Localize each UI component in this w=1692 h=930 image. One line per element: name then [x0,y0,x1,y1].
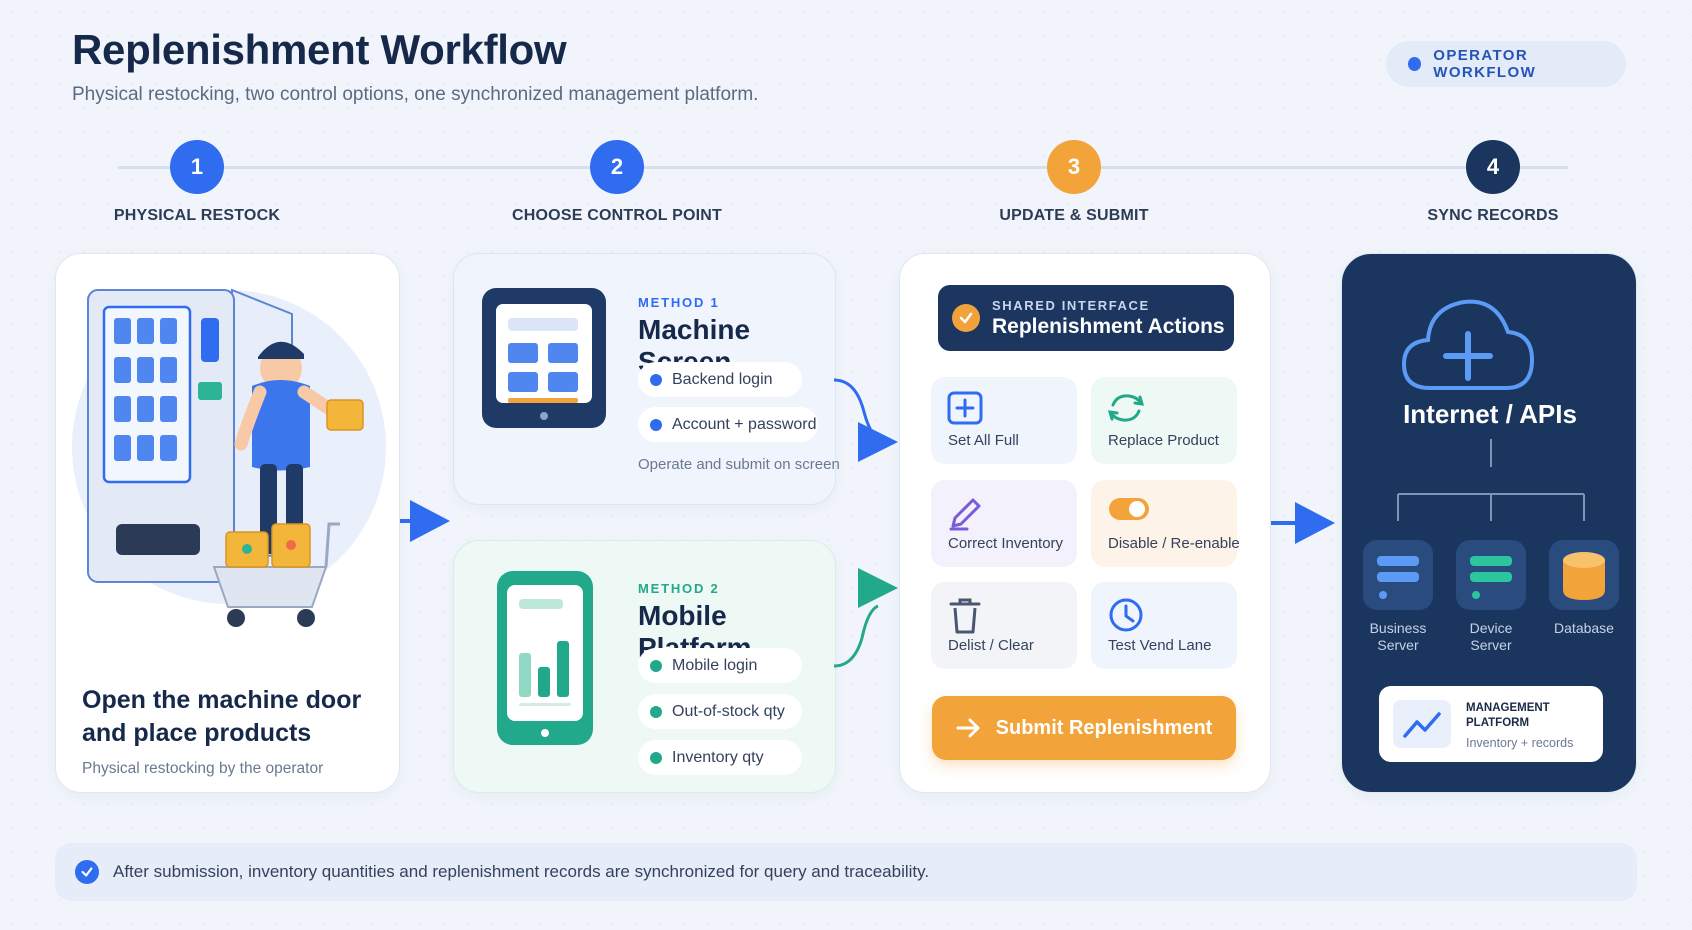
step-4: 4 SYNC RECORDS [1353,140,1633,225]
management-platform-title: MANAGEMENT PLATFORM [1466,702,1550,729]
toggle-icon [1109,498,1149,520]
device-server: Device Server [1456,540,1526,654]
action-label: Test Vend Lane [1108,637,1212,654]
step-connector-line [118,166,1568,169]
pill-label: Mobile login [672,656,758,674]
bullet-dot-icon [650,705,662,718]
pill-label: Account + password [672,415,817,433]
action-label: Correct Inventory [948,535,1064,552]
method-2-item-out-of-stock-qty: Out-of-stock qty [638,694,802,729]
restock-heading: Open the machine door and place products [82,686,362,747]
pencil-icon [949,498,981,531]
check-circle-icon [75,860,99,884]
operator-workflow-badge: OPERATOR WORKFLOW [1386,41,1626,87]
step-4-number: 4 [1466,140,1520,194]
server-label: Business Server [1369,620,1427,653]
trash-icon [949,598,981,634]
action-disable-reenable[interactable]: Disable / Re-enable [1091,480,1240,567]
physical-restock-card: Open the machine door and place products… [55,253,400,793]
business-server: Business Server [1363,540,1433,654]
shared-interface-title: Replenishment Actions [992,314,1225,338]
action-label: Delist / Clear [948,637,1034,654]
action-correct-inventory[interactable]: Correct Inventory [931,480,1077,567]
trend-chart-icon [1393,700,1451,748]
tablet-icon [482,288,606,428]
action-test-vend-lane[interactable]: Test Vend Lane [1091,582,1237,669]
restock-subtext: Physical restocking by the operator [82,760,324,777]
page-title: Replenishment Workflow [72,26,567,73]
plus-square-icon [947,391,983,425]
step-3-number: 3 [1047,140,1101,194]
page-subtitle: Physical restocking, two control options… [72,84,759,105]
action-label: Set All Full [948,432,1019,449]
step-2-label: CHOOSE CONTROL POINT [512,207,722,224]
clock-icon [1109,598,1143,632]
method-1-note: Operate and submit on screen [638,456,840,473]
step-1-number: 1 [170,140,224,194]
arrow-curve-green-icon [834,568,898,668]
swap-icon [1107,394,1145,422]
action-label: Disable / Re-enable [1108,535,1240,552]
internet-apis-title: Internet / APIs [1403,399,1577,429]
server-icon [1363,540,1433,610]
arrow-right-icon [400,500,450,542]
management-platform-sub: Inventory + records [1466,736,1574,750]
method-1-card: METHOD 1 Machine Screen Backend login Ac… [453,253,840,505]
action-delist-clear[interactable]: Delist / Clear [931,582,1077,669]
database: Database [1549,540,1619,637]
step-1-label: PHYSICAL RESTOCK [113,207,281,224]
pill-label: Backend login [672,370,773,388]
cloud-plus-icon [1401,299,1535,390]
action-set-all-full[interactable]: Set All Full [931,377,1077,464]
badge-label: OPERATOR WORKFLOW [1433,47,1537,81]
step-2-number: 2 [590,140,644,194]
database-icon [1549,540,1619,610]
submit-replenishment-button[interactable]: Submit Replenishment [932,696,1236,760]
connector-tree [1397,439,1585,521]
action-replace-product[interactable]: Replace Product [1091,377,1237,464]
method-2-item-mobile-login: Mobile login [638,648,802,683]
submit-label: Submit Replenishment [995,716,1213,739]
method-1-item-backend-login: Backend login [638,362,802,397]
footer-note: After submission, inventory quantities a… [55,843,1637,901]
badge-dot-icon [1408,57,1422,71]
server-icon [1456,540,1526,610]
shared-interface-header: SHARED INTERFACE Replenishment Actions [938,285,1234,351]
step-4-label: SYNC RECORDS [1427,207,1559,224]
bullet-dot-icon [650,659,662,672]
step-3: 3 UPDATE & SUBMIT [934,140,1214,225]
method-1-tag: METHOD 1 [638,295,720,310]
check-circle-icon [952,304,980,332]
management-platform-box: MANAGEMENT PLATFORM Inventory + records [1379,686,1603,762]
smartphone-icon [497,571,593,745]
bullet-dot-icon [650,418,662,431]
method-2-tag: METHOD 2 [638,581,720,596]
arrow-right-icon [1271,502,1335,544]
vending-machine-illustration [72,288,386,627]
step-3-label: UPDATE & SUBMIT [999,207,1149,224]
method-2-item-inventory-qty: Inventory qty [638,740,802,775]
method-1-item-account-password: Account + password [638,407,818,442]
bullet-dot-icon [650,751,662,764]
footer-text: After submission, inventory quantities a… [113,862,930,881]
pill-label: Out-of-stock qty [672,702,785,720]
server-label: Database [1554,620,1614,636]
step-2: 2 CHOOSE CONTROL POINT [477,140,757,225]
shared-interface-card: SHARED INTERFACE Replenishment Actions S… [899,253,1271,793]
method-2-card: METHOD 2 Mobile Platform Mobile login Ou… [453,540,836,793]
step-1: 1 PHYSICAL RESTOCK [57,140,337,225]
bullet-dot-icon [650,373,662,386]
action-label: Replace Product [1108,432,1219,449]
server-label: Device Server [1469,620,1513,653]
arrow-right-icon [956,718,980,738]
pill-label: Inventory qty [672,748,764,766]
sync-records-card: Internet / APIs Business Server Device S… [1341,253,1637,793]
shared-interface-tag: SHARED INTERFACE [992,297,1150,313]
arrow-curve-blue-icon [834,378,898,462]
